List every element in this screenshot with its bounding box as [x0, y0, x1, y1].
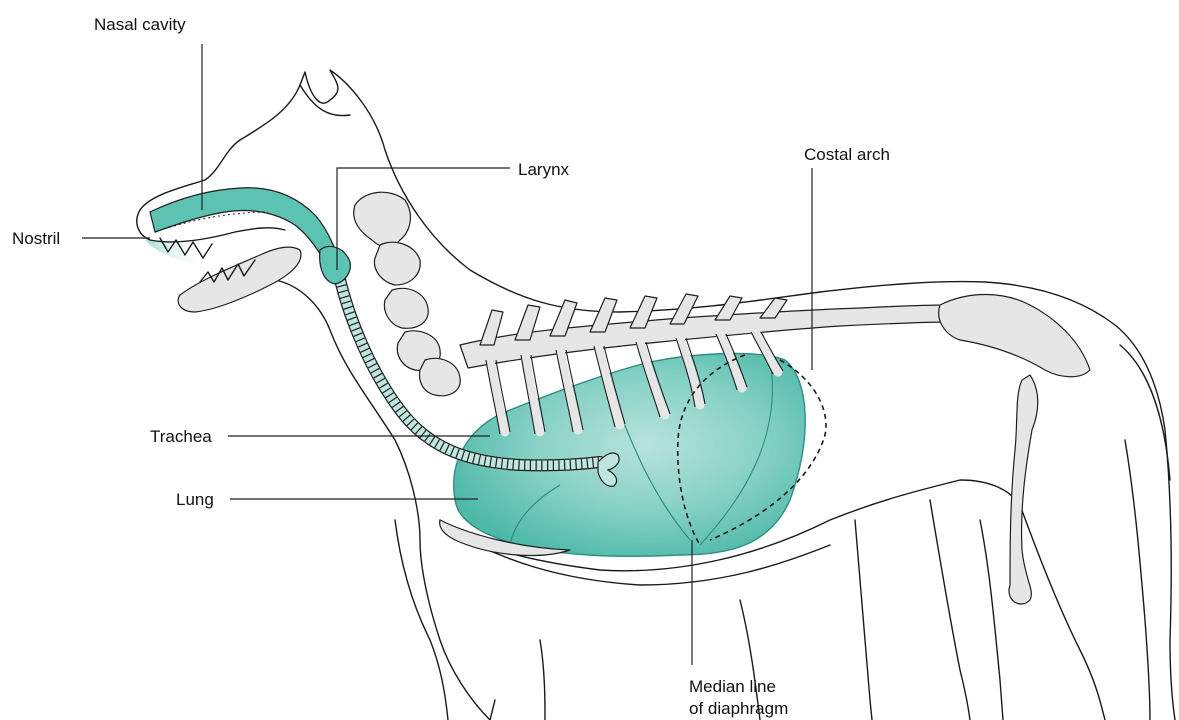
label-nostril: Nostril [12, 229, 60, 248]
lung [454, 353, 806, 556]
label-median-line: Median line [689, 677, 776, 696]
jaws [150, 228, 301, 312]
label-trachea: Trachea [150, 427, 212, 446]
label-nasal-cavity: Nasal cavity [94, 15, 186, 34]
label-lung: Lung [176, 490, 214, 509]
label-larynx: Larynx [518, 160, 570, 179]
label-costal-arch: Costal arch [804, 145, 890, 164]
label-of-diaphragm: of diaphragm [689, 699, 788, 718]
